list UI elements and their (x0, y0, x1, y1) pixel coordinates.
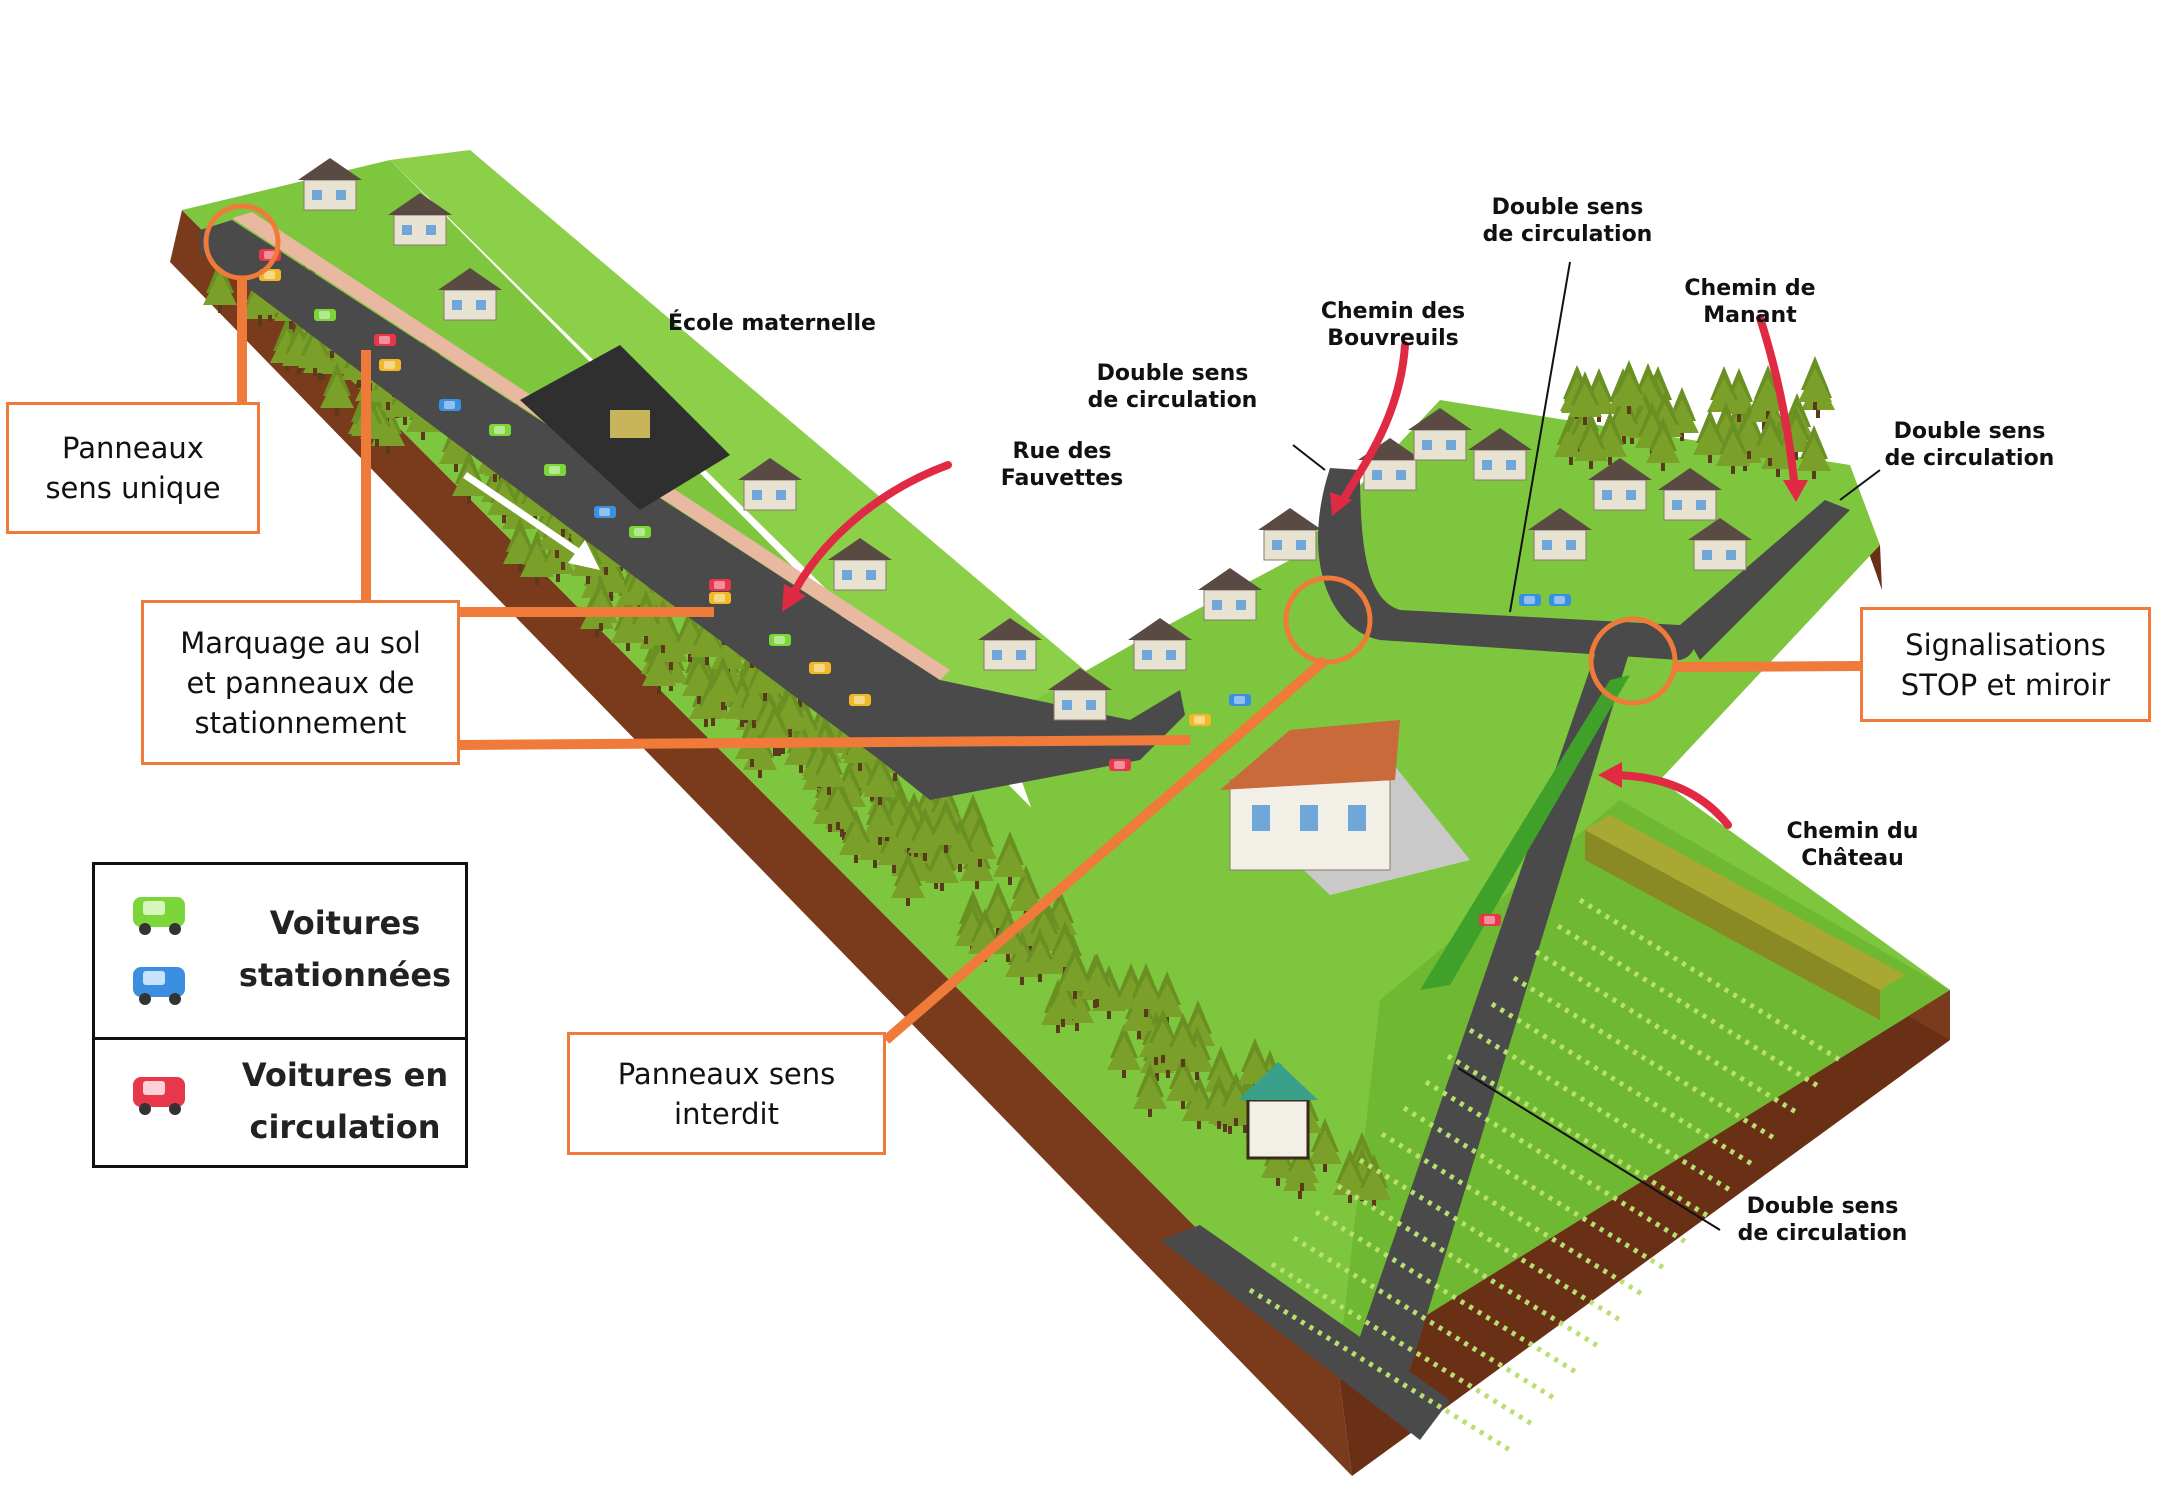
arrow-chemin-manant (1756, 314, 1799, 494)
label-chemin-manant: Chemin de Manant (1684, 276, 1816, 328)
parked-car (1549, 594, 1571, 606)
vine-row (1534, 949, 1798, 1115)
house (1257, 507, 1323, 561)
vine-row (1446, 1053, 1710, 1219)
parked-car (809, 662, 831, 674)
legend: Voitures stationnées Voitures en circula… (92, 862, 468, 1168)
legend-parked-label: Voitures stationnées (238, 904, 452, 994)
vine-row (1556, 923, 1820, 1089)
parked-car (849, 694, 871, 706)
road-network (200, 212, 1850, 1440)
one-way-arrow (463, 472, 600, 570)
label-chemin-bouvreuils: Chemin des Bouvreuils (1320, 299, 1466, 351)
legend-moving-row: Voitures en circulation (95, 1037, 465, 1165)
label-double-sens-2: Double sens de circulation (1482, 195, 1653, 247)
vine-row (1336, 1183, 1600, 1349)
parked-car (594, 506, 616, 518)
arrow-chemin-bouvreuils (1336, 341, 1409, 509)
vine-row (1380, 1131, 1644, 1297)
legend-parked-row: Voitures stationnées (95, 865, 465, 1040)
callout-leaders (237, 280, 1861, 1044)
house (297, 157, 363, 211)
vine-row (1314, 1209, 1578, 1375)
vine-row (1578, 897, 1842, 1063)
label-rue-fauvettes: Rue des Fauvettes (1000, 439, 1124, 491)
street-arrows (786, 314, 1799, 829)
label-double-sens-3: Double sens de circulation (1884, 419, 2055, 471)
parked-car (1229, 694, 1251, 706)
house (1197, 567, 1263, 621)
callout-circles (203, 203, 1678, 706)
label-double-sens-1: Double sens de circulation (1087, 361, 1258, 413)
callout-marquage: Marquage au sol et panneaux de stationne… (141, 600, 460, 765)
parked-car (314, 309, 336, 321)
parked-car (769, 634, 791, 646)
label-chemin-chateau: Chemin du Château (1786, 819, 1919, 871)
vine-row (1490, 1001, 1754, 1167)
callout-panneaux-sens-unique: Panneaux sens unique (6, 402, 260, 534)
arrow-chemin-chateau (1606, 771, 1732, 829)
vine-row (1270, 1261, 1534, 1427)
vine-row (1292, 1235, 1556, 1401)
parked-car (489, 424, 511, 436)
moving-car (709, 579, 731, 591)
street-arrow-heads (782, 480, 1808, 788)
parked-car (709, 592, 731, 604)
parked-car (544, 464, 566, 476)
parked-car (1189, 714, 1211, 726)
arrow-rue-fauvettes (786, 461, 952, 604)
label-ecole: École maternelle (668, 311, 876, 336)
moving-car (374, 334, 396, 346)
manor-house (1220, 720, 1470, 895)
school-playground (520, 345, 730, 510)
parked-car (629, 526, 651, 538)
circle-stop-miroir (1588, 616, 1678, 706)
vineyard (1248, 897, 1842, 1453)
label-double-sens-4: Double sens de circulation (1737, 1194, 1908, 1246)
parked-car (439, 399, 461, 411)
legend-moving-label: Voitures en circulation (241, 1056, 449, 1146)
vine-row (1358, 1157, 1622, 1323)
vine-row (1402, 1105, 1666, 1271)
parked-car (1519, 594, 1541, 606)
moving-car (1109, 759, 1131, 771)
hedges (1420, 675, 1905, 1020)
tree (1798, 356, 1832, 410)
circle-sens-unique (203, 203, 281, 281)
callout-signalisations: Signalisations STOP et miroir (1860, 607, 2151, 722)
callout-sens-interdit: Panneaux sens interdit (567, 1032, 886, 1155)
moving-car-icon (133, 1077, 185, 1115)
parked-car (379, 359, 401, 371)
vine-row (1468, 1027, 1732, 1193)
cabin (1238, 1062, 1318, 1160)
pointer-arrows (1292, 261, 1881, 1231)
vine-row (1248, 1287, 1512, 1453)
parked-cars-icon (133, 897, 185, 1005)
vine-row (1424, 1079, 1688, 1245)
circle-sens-interdit (1283, 575, 1373, 665)
vine-row (1512, 975, 1776, 1141)
moving-car (1479, 914, 1501, 926)
